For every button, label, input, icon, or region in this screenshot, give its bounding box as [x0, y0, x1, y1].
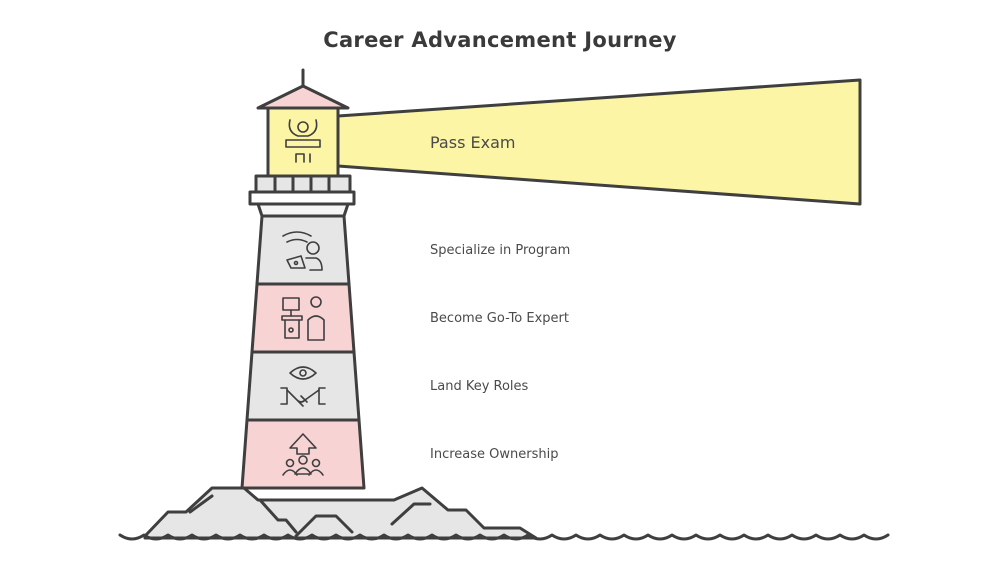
- step-label-key-roles: Land Key Roles: [430, 379, 529, 394]
- lantern-room: [266, 106, 340, 178]
- page-title: Career Advancement Journey: [323, 28, 677, 52]
- step-label-go-to-expert: Become Go-To Expert: [430, 311, 569, 326]
- presenter-at-podium-icon: [281, 296, 325, 341]
- tower-band-1: [255, 214, 351, 286]
- light-beam: [336, 78, 862, 206]
- water-waves: [118, 533, 890, 541]
- handshake-eye-icon: [280, 366, 326, 407]
- tower-band-2: [250, 282, 356, 354]
- gallery-deck: [248, 190, 356, 206]
- team-arrow-up-icon: [282, 433, 324, 476]
- lantern-roof: [256, 84, 350, 110]
- person-laptop-wifi-icon: [282, 231, 323, 271]
- step-label-specialize: Specialize in Program: [430, 243, 571, 258]
- tower-band-3: [245, 350, 361, 422]
- celebrating-person-banner-icon: [285, 119, 321, 163]
- gallery-railing: [254, 174, 352, 194]
- tower-neck: [256, 202, 350, 218]
- step-label-pass-exam: Pass Exam: [430, 133, 516, 152]
- rocks: [143, 486, 538, 540]
- step-label-ownership: Increase Ownership: [430, 447, 559, 462]
